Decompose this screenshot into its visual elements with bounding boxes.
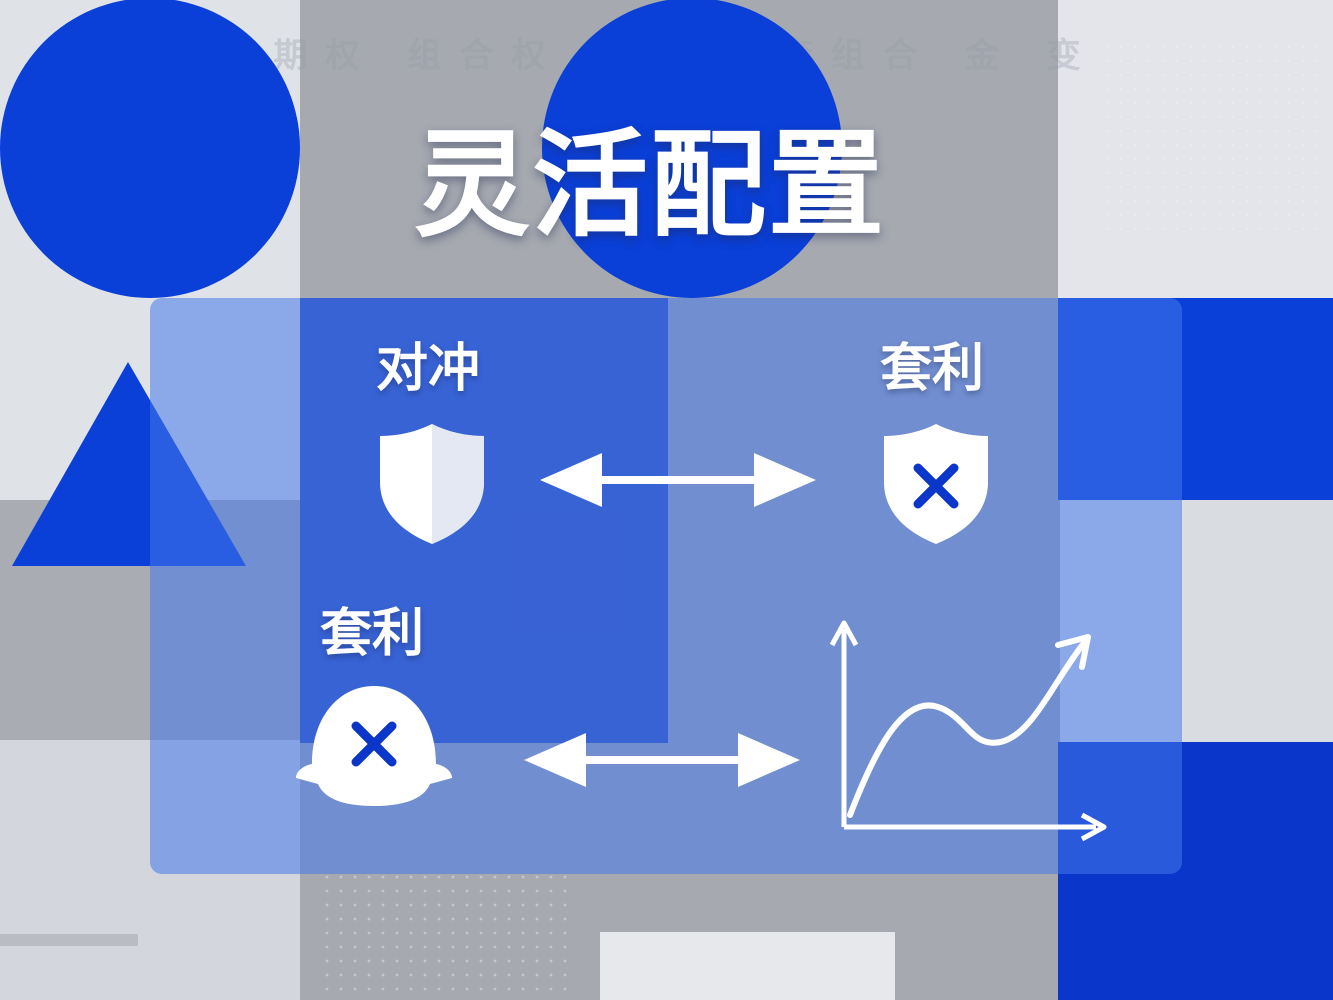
bg-dot-pattern-center [320,870,570,1000]
panel-inner-blue-block [300,298,668,743]
bg-light-center-bottom [600,932,895,1000]
label-hedge-top: 对冲 [376,339,481,399]
blue-circle-center [542,0,842,298]
bg-gray-bottom-strip [0,934,138,946]
bg-dot-pattern-right [1100,40,1320,240]
growth-chart-icon [829,620,1107,842]
label-arbitrage-top: 套利 [880,339,985,399]
page-title: 灵活配置 [414,118,886,253]
shield-half-icon [380,424,484,544]
double-arrow-icon [540,453,816,507]
bg-light-right [1058,0,1333,300]
double-arrow-icon [524,733,800,787]
label-arbitrage-bottom: 套利 [320,604,425,664]
blue-circle-left [0,0,300,298]
bg-light-right-mid [1180,500,1333,745]
helmet-x-icon [296,686,452,806]
shield-x-icon [884,424,988,544]
